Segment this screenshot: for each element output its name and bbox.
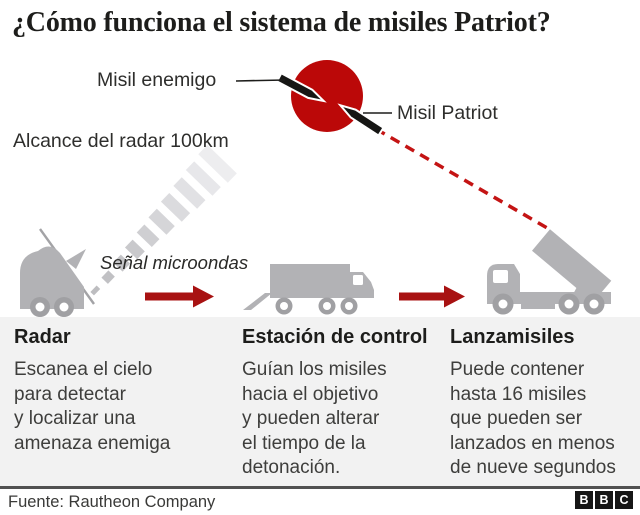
column-text-line: el tiempo de la [242,432,366,454]
wheel-hub [35,302,45,312]
column-text-line: que pueden ser [450,408,583,429]
bbc-logo-letter: C [615,491,633,509]
column-text-line: de nueve segundos [450,457,616,478]
column-text-line: Guían los misiles [242,359,387,380]
microwave-signal-label: Señal microondas [100,252,249,273]
truck-ramp [243,293,272,310]
patriot-missile-label: Misil Patriot [397,102,498,124]
column-text-line: Puede contener [450,359,585,380]
source-credit: Fuente: Rautheon Company [8,493,216,511]
wheel-hub [323,302,331,310]
column-heading: Estación de control [242,326,428,348]
footer: Fuente: Rautheon Company B B C [0,489,640,515]
interception-explosion-circle [291,60,363,132]
enemy-missile-label: Misil enemigo [97,69,217,91]
column-control-station: Estación de control Guían los misiles ha… [242,326,442,481]
column-heading: Lanzamisiles [450,326,575,348]
column-text-line: lanzados en menos [450,432,615,454]
column-text-line: hacia el objetivo [242,383,379,405]
wheel-hub [345,302,353,310]
cab-window [493,270,508,283]
radar-feed-horn [66,249,86,269]
page-title: ¿Cómo funciona el sistema de misiles Pat… [12,7,551,38]
launcher-box [532,229,612,303]
control-station-truck-icon [243,264,374,315]
column-text-line: detonación. [242,457,341,478]
radar-body [20,246,84,309]
radar-beam-icon [90,144,237,296]
cab-window [353,275,363,285]
chassis-step [521,298,555,309]
footer-divider [0,486,640,489]
red-flow-arrow-icon [145,285,214,308]
wheel-hub [498,299,508,309]
column-text-line: para detectar [14,383,126,405]
wheel-hub [280,302,288,310]
column-text-line: hasta 16 misiles [450,383,587,405]
info-panel: Radar Escanea el cielo para detectar y l… [0,317,640,486]
radar-range-label: Alcance del radar 100km [13,130,229,152]
missile-launcher-truck-icon [487,229,612,315]
column-text-line: y localizar una [14,408,136,429]
column-text-line: y pueden alterar [242,408,380,429]
wheel-hub [59,302,69,312]
wheel-hub [589,299,599,309]
column-heading: Radar [14,326,71,348]
column-text-line: Escanea el cielo [14,359,153,380]
launcher-strut [571,272,592,298]
column-launcher: Lanzamisiles Puede contener hasta 16 mis… [450,326,638,481]
dashed-missile-trajectory [375,127,550,231]
column-text-line: amenaza enemiga [14,432,171,454]
truck-box [270,264,350,298]
bbc-logo-letter: B [575,491,593,509]
bbc-logo: B B C [575,491,633,509]
patriot-missile-icon [337,103,385,137]
enemy-missile-leader-line [235,79,286,82]
radar-vehicle-icon [20,228,95,317]
wheel-hub [564,299,574,309]
column-radar: Radar Escanea el cielo para detectar y l… [14,326,229,456]
bbc-logo-letter: B [595,491,613,509]
red-flow-arrow-icon [399,285,465,308]
